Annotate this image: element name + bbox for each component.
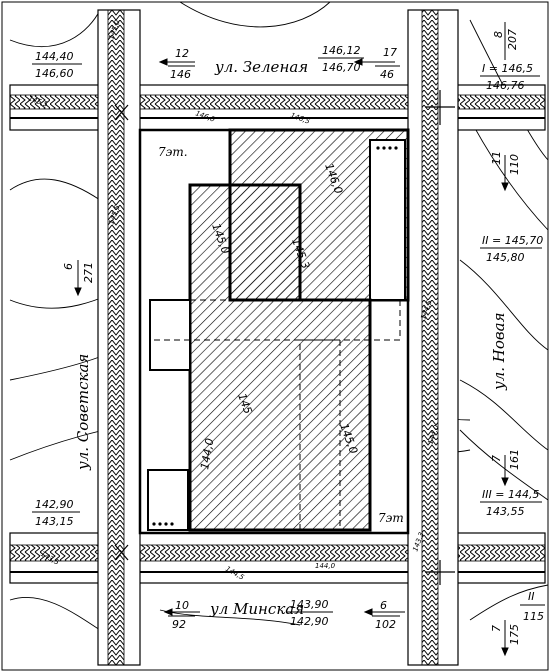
- roadway-zelenaya: [9, 94, 546, 110]
- street-name-sovetskaya: ул. Советская: [74, 354, 92, 471]
- slope-arrows: [74, 22, 509, 657]
- roadway-sovetskaya: [107, 9, 125, 666]
- elevation-ne: I = 146,5 146,76: [480, 62, 540, 92]
- elevation-nw: 144,40 146,60: [32, 50, 82, 80]
- elevation-sse: II 115: [520, 590, 545, 623]
- svg-text:161: 161: [508, 449, 521, 470]
- slope-e-upper: 11 110: [490, 151, 521, 175]
- contour-label-1440: 144,0: [198, 437, 216, 470]
- elevation-s: 143,90 142,90: [287, 598, 333, 628]
- elevation-sw: 142,90 143,15: [32, 498, 80, 528]
- svg-text:102: 102: [375, 618, 396, 631]
- slope-z-east: 17 46: [375, 46, 400, 81]
- slope-m-west: 10 92: [168, 599, 195, 631]
- svg-text:143,15: 143,15: [35, 515, 74, 528]
- svg-text:11: 11: [490, 151, 503, 165]
- svg-text:7: 7: [490, 455, 503, 462]
- slope-ne-corner: 8 207: [492, 29, 519, 50]
- street-name-minskaya: ул Минская: [209, 600, 304, 618]
- building-floors-bottom: 7эт: [378, 511, 404, 525]
- svg-text:12: 12: [175, 47, 189, 60]
- svg-text:92: 92: [172, 618, 186, 631]
- svg-text:8: 8: [492, 31, 505, 38]
- contour-label-1440s: 144,0: [315, 562, 336, 570]
- svg-text:142,90: 142,90: [35, 498, 74, 511]
- svg-text:146,76: 146,76: [486, 79, 525, 92]
- svg-text:142,90: 142,90: [290, 615, 329, 628]
- svg-text:7: 7: [490, 625, 503, 632]
- svg-text:110: 110: [508, 154, 521, 175]
- slope-e-lower: 7 161: [490, 449, 521, 470]
- svg-text:II = 145,70: II = 145,70: [482, 234, 543, 247]
- street-name-novaya: ул. Новая: [490, 312, 508, 391]
- svg-text:I = 146,5: I = 146,5: [482, 62, 533, 75]
- elevation-se: III = 144,5 143,55: [480, 488, 542, 518]
- svg-text:10: 10: [175, 599, 189, 612]
- svg-text:146,60: 146,60: [35, 67, 74, 80]
- slope-se-bottom: 7 175: [490, 624, 521, 645]
- elevation-e: II = 145,70 145,80: [480, 234, 543, 264]
- street-name-zelenaya: ул. Зеленая: [214, 58, 308, 76]
- svg-text:115: 115: [523, 610, 544, 623]
- roadway-minskaya: [9, 544, 546, 562]
- svg-text:6: 6: [62, 263, 75, 270]
- building-floors-top: 7эт.: [158, 145, 188, 159]
- building-dashed-outline: [149, 299, 401, 531]
- svg-text:175: 175: [508, 624, 521, 645]
- svg-text:46: 46: [380, 68, 394, 81]
- svg-text:146,12: 146,12: [322, 44, 361, 57]
- svg-text:144,40: 144,40: [35, 50, 74, 63]
- svg-text:17: 17: [383, 46, 397, 59]
- svg-text:II: II: [528, 590, 535, 603]
- elevation-n: 146,12 146,70: [318, 44, 364, 74]
- svg-text:III = 144,5: III = 144,5: [482, 488, 539, 501]
- svg-text:146: 146: [170, 68, 191, 81]
- svg-text:207: 207: [506, 29, 519, 50]
- svg-text:146,70: 146,70: [322, 61, 361, 74]
- intersection-marks: [114, 90, 455, 585]
- svg-text:6: 6: [380, 599, 387, 612]
- svg-text:271: 271: [82, 262, 95, 283]
- svg-text:145,80: 145,80: [486, 251, 525, 264]
- slope-z-west: 12 146: [168, 47, 195, 81]
- svg-text:143,90: 143,90: [290, 598, 329, 611]
- roadway-novaya: [421, 9, 439, 666]
- slope-m-east: 6 102: [372, 599, 400, 631]
- slope-sovetskaya: 6 271: [62, 262, 95, 283]
- svg-text:143,55: 143,55: [486, 505, 525, 518]
